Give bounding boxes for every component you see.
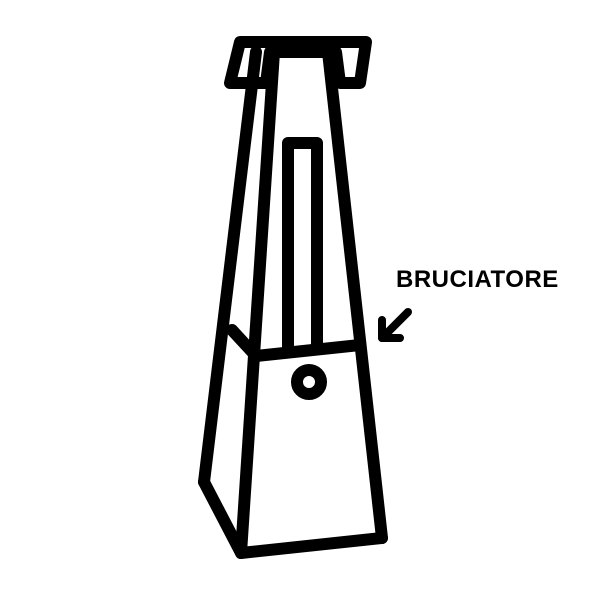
left-outer-leg bbox=[198, 46, 262, 488]
flame-tube bbox=[282, 137, 323, 354]
burner-label: BRUCIATORE bbox=[396, 266, 559, 293]
top-cap bbox=[224, 36, 372, 89]
base-bottom-edge bbox=[198, 476, 388, 559]
right-leg bbox=[322, 46, 388, 544]
base-top-edge bbox=[226, 324, 366, 362]
left-inner-leg bbox=[235, 46, 280, 559]
gas-knob bbox=[291, 364, 327, 400]
arrow-icon bbox=[378, 308, 412, 342]
